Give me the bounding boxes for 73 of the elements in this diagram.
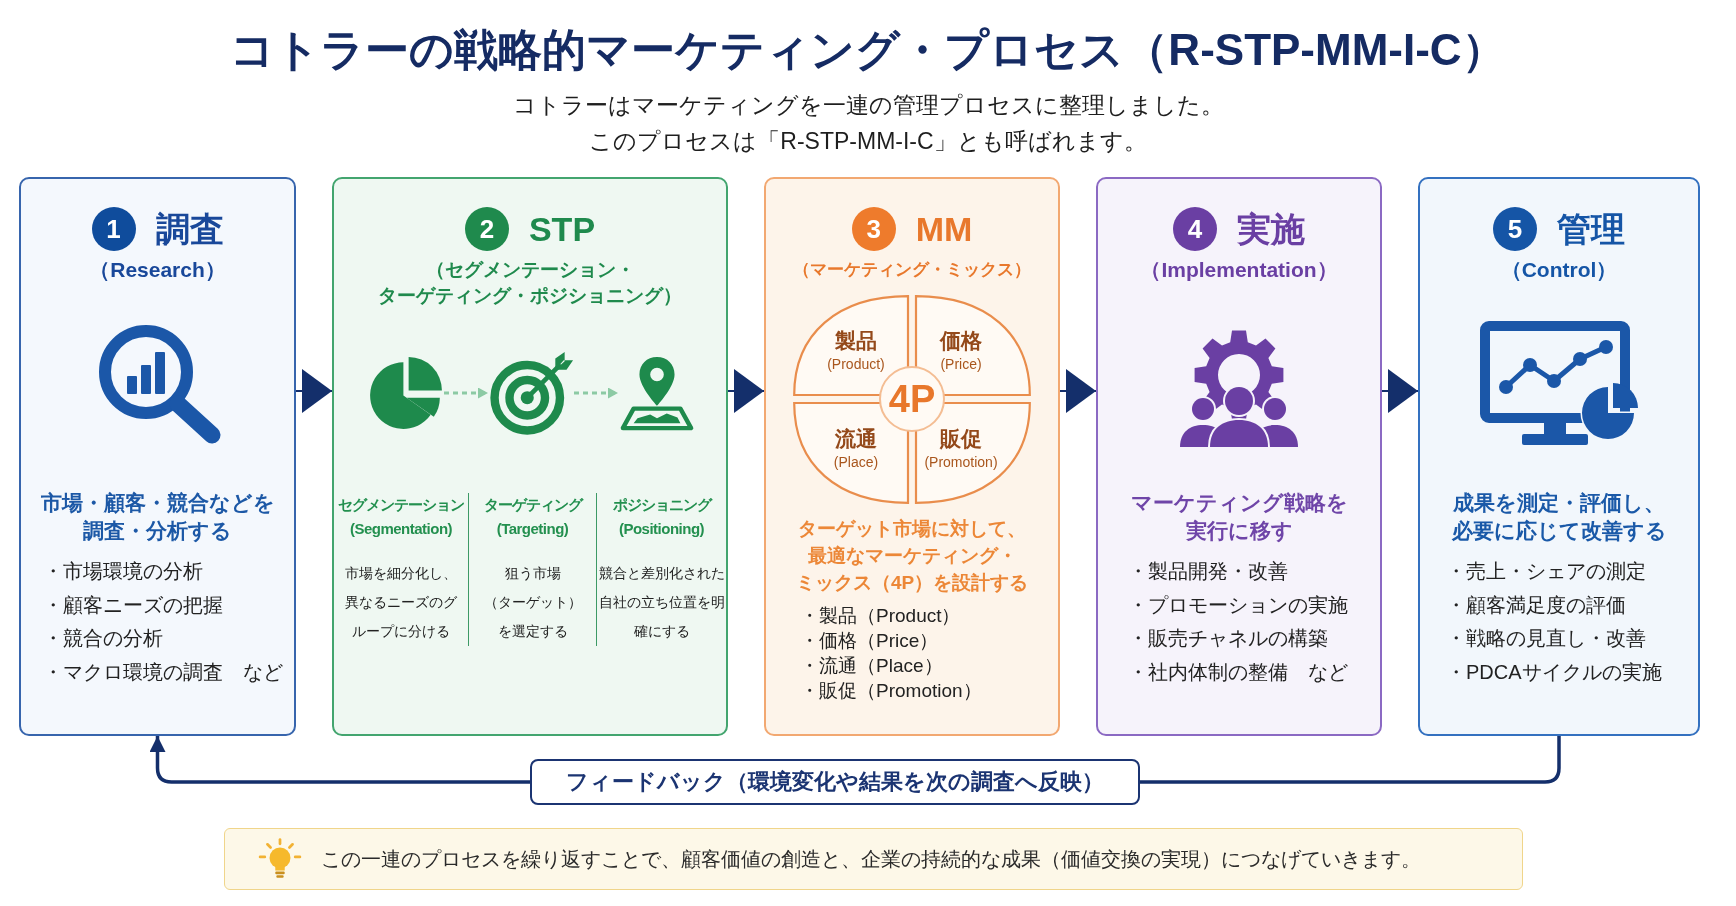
column-description: 狙う市場（ターゲット）を選定する — [482, 564, 583, 641]
column-subtitle: (Segmentation) — [349, 519, 453, 539]
number-badge: 2 — [464, 207, 509, 251]
subtitle-text: このプロセスは「R-STP-MM-I-C」とも呼ばれます。 — [589, 127, 1147, 156]
column-subtitle: (Positioning) — [618, 519, 705, 539]
dashed-arrow — [574, 387, 618, 399]
step-card — [332, 177, 728, 736]
step-summary: マーケティング戦略を実行に移す — [1129, 490, 1349, 544]
quadrant-subtitle: (Promotion) — [924, 453, 998, 472]
number-badge: 5 — [1493, 207, 1537, 251]
bullet-item: ・販売チャネルの構築 — [1128, 626, 1329, 651]
column-title: ターゲティング — [483, 495, 582, 515]
step-subtitle: （セグメンテーション・ターゲティング・ポジショニング） — [377, 258, 683, 308]
step-summary: 市場・顧客・競合などを調査・分析する — [39, 490, 276, 544]
bullet-item: ・競合の分析 — [43, 626, 164, 651]
bullet-item: ・社内体制の整備 など — [1128, 659, 1348, 685]
bullet-item: ・製品（Product） — [800, 604, 962, 628]
quadrant-title: 流通 — [835, 426, 877, 452]
target-arrow-icon — [488, 351, 574, 437]
step-title: MM — [915, 209, 973, 250]
quadrant-title: 製品 — [835, 328, 877, 354]
quadrant-title: 価格 — [940, 328, 982, 354]
bullet-item: ・売上・シェアの測定 — [1446, 559, 1647, 584]
step-title: STP — [528, 209, 596, 250]
note-text: この一連のプロセスを繰り返すことで、顧客価値の創造と、企業の持続的な成果（価値交換の実現）につなげていきます。 — [321, 847, 1421, 872]
step-subtitle: （Implementation） — [1140, 257, 1338, 283]
column-title: ポジショニング — [612, 495, 711, 515]
step-title: 管理 — [1557, 209, 1625, 250]
quadrant-subtitle: (Price) — [940, 355, 982, 374]
bullet-item: ・戦略の見直し・改善 — [1446, 626, 1647, 651]
column-subtitle: (Targeting) — [496, 519, 569, 539]
number-badge: 1 — [91, 207, 136, 251]
step-subtitle: （Control） — [1500, 257, 1618, 283]
subtitle-text: コトラーはマーケティングを一連の管理プロセスに整理しました。 — [512, 91, 1224, 120]
bullet-item: ・販促（Promotion） — [800, 679, 982, 703]
step-summary: ターゲット市場に対して、最適なマーケティング・ミックス（4P）を設計する — [794, 517, 1030, 595]
step-subtitle: （Research） — [89, 257, 226, 283]
step-summary: 成果を測定・評価し、必要に応じて改善する — [1450, 490, 1668, 544]
column-description: 競合と差別化された自社の立ち位置を明確にする — [597, 564, 726, 641]
bullet-item: ・プロモーションの実施 — [1128, 592, 1348, 618]
bullet-item: ・市場環境の分析 — [43, 559, 204, 584]
note-box — [224, 828, 1523, 890]
bullet-item: ・顧客満足度の評価 — [1446, 592, 1627, 618]
pie-chart-icon — [368, 354, 444, 432]
bullet-item: ・流通（Place） — [800, 654, 944, 678]
step-card — [1096, 177, 1382, 736]
quadrant-subtitle: (Product) — [827, 355, 885, 374]
number-badge: 4 — [1173, 207, 1217, 251]
column-title: セグメンテーション — [338, 495, 464, 515]
column-description: 市場を細分化し、異なるニーズのグループに分ける — [344, 564, 458, 641]
feedback-label: フィードバック（環境変化や結果を次の調査へ反映） — [530, 759, 1140, 805]
step-card — [19, 177, 296, 736]
bullet-item: ・マクロ環境の調査 など — [43, 659, 283, 685]
bullet-item: ・製品開発・改善 — [1128, 559, 1289, 584]
step-title: 実施 — [1237, 209, 1305, 250]
bullet-item: ・PDCAサイクルの実施 — [1446, 659, 1662, 685]
center-label: 4P — [888, 380, 936, 418]
chevron-arrow — [295, 369, 333, 413]
bullet-item: ・顧客ニーズの把握 — [43, 592, 224, 618]
diagram-title: コトラーの戦略的マーケティング・プロセス（R-STP-MM-I-C） — [230, 24, 1506, 76]
step-title: 調査 — [155, 209, 224, 250]
quadrant-title: 販促 — [940, 426, 982, 452]
chevron-arrow — [1059, 369, 1097, 413]
chevron-arrow — [1381, 369, 1419, 413]
chevron-arrow — [727, 369, 765, 413]
step-card — [764, 177, 1060, 736]
bullet-item: ・価格（Price） — [800, 629, 940, 653]
dashed-arrow — [444, 387, 488, 399]
quadrant-subtitle: (Place) — [833, 453, 879, 472]
number-badge: 3 — [851, 207, 896, 251]
map-pin-icon — [618, 354, 696, 432]
step-subtitle: （マーケティング・ミックス） — [793, 259, 1031, 281]
step-card — [1418, 177, 1700, 736]
